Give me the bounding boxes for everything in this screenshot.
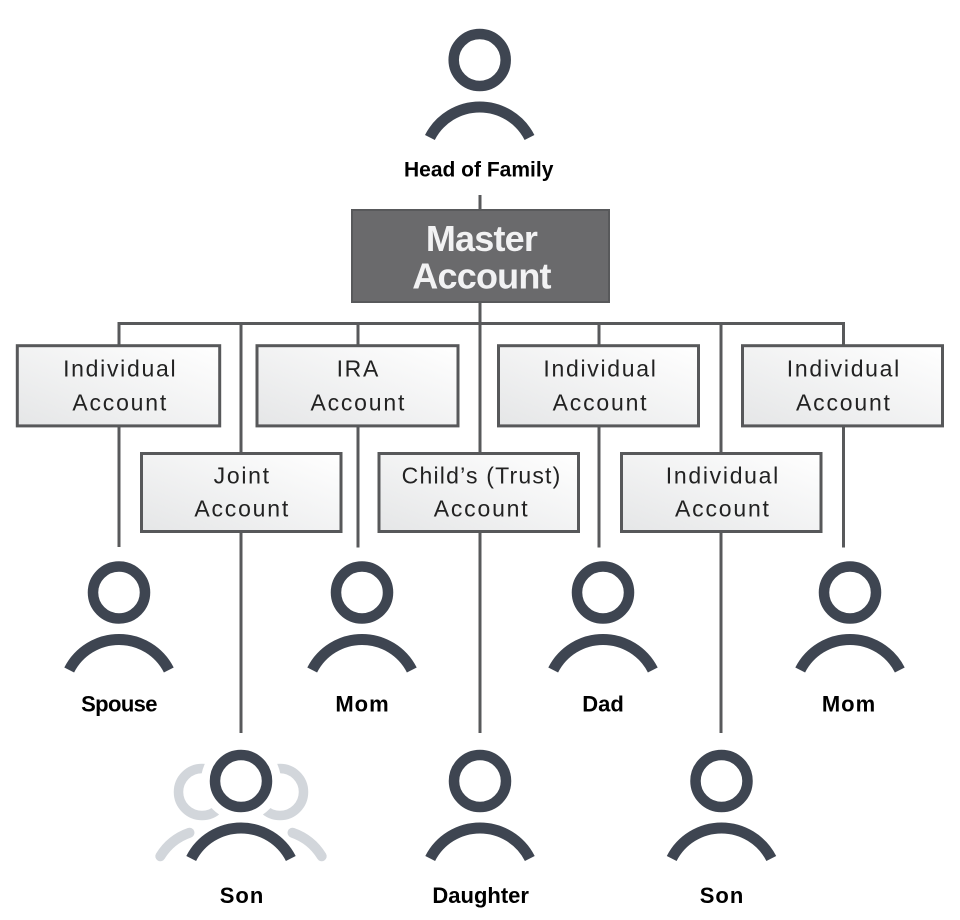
svg-text:Account: Account xyxy=(434,496,530,522)
svg-text:Account: Account xyxy=(310,390,406,416)
svg-text:Spouse: Spouse xyxy=(81,692,157,717)
svg-text:Child’s (Trust): Child’s (Trust) xyxy=(402,463,562,489)
svg-text:Mom: Mom xyxy=(335,692,389,717)
svg-text:Account: Account xyxy=(194,496,290,522)
svg-text:Account: Account xyxy=(72,390,168,416)
svg-text:Mom: Mom xyxy=(822,692,876,717)
svg-text:Account: Account xyxy=(796,390,892,416)
svg-text:Individual: Individual xyxy=(666,463,780,489)
svg-text:IRA: IRA xyxy=(337,356,380,382)
svg-text:Dad: Dad xyxy=(582,692,624,717)
svg-text:Individual: Individual xyxy=(787,356,901,382)
svg-text:Son: Son xyxy=(220,883,265,908)
svg-text:Son: Son xyxy=(700,883,745,908)
svg-text:Account: Account xyxy=(553,390,649,416)
svg-text:Account: Account xyxy=(675,496,771,522)
svg-text:Head of Family: Head of Family xyxy=(404,159,554,182)
svg-text:Joint: Joint xyxy=(214,463,271,489)
svg-text:Individual: Individual xyxy=(63,356,177,382)
svg-text:Daughter: Daughter xyxy=(432,883,529,908)
svg-text:Individual: Individual xyxy=(543,356,657,382)
svg-text:Master: Master xyxy=(426,218,538,259)
svg-text:Account: Account xyxy=(412,256,551,297)
